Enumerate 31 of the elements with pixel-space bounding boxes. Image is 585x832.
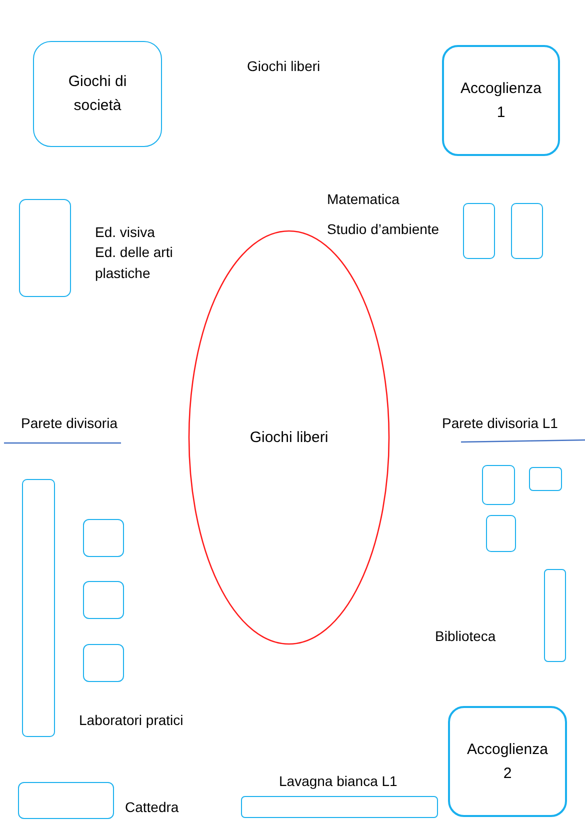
area-label: Biblioteca [435, 627, 496, 646]
area-label: Studio d’ambiente [327, 220, 440, 239]
furniture-box [19, 199, 71, 297]
area-label: Cattedra [125, 798, 179, 817]
furniture-box [241, 796, 438, 818]
area-label: Giochi liberi [250, 428, 328, 448]
area-box [448, 706, 567, 817]
area-label: Parete divisoria L1 [442, 414, 558, 433]
furniture-box [83, 581, 124, 619]
area-label: Ed. delle arti plastiche [95, 243, 174, 283]
area-box [442, 45, 560, 156]
furniture-box [486, 515, 516, 552]
area-label: Laboratori pratici [79, 711, 184, 730]
furniture-box [463, 203, 495, 259]
area-box [33, 41, 162, 147]
area-label: Giochi di società [67, 72, 128, 116]
area-label: Accoglienza 1 [460, 78, 542, 122]
furniture-box [83, 644, 124, 682]
area-label: Accoglienza 2 [466, 740, 549, 784]
furniture-box [529, 467, 562, 491]
furniture-box [83, 519, 124, 557]
furniture-box [482, 465, 515, 505]
furniture-box [511, 203, 543, 259]
area-label: Parete divisoria [21, 414, 118, 433]
area-label: Matematica [327, 190, 400, 209]
area-label: Ed. visiva [95, 223, 155, 242]
furniture-box [22, 479, 55, 737]
area-label: Giochi liberi [247, 57, 320, 76]
furniture-box [544, 569, 566, 662]
furniture-box [18, 782, 114, 819]
area-label: Lavagna bianca L1 [279, 772, 398, 791]
